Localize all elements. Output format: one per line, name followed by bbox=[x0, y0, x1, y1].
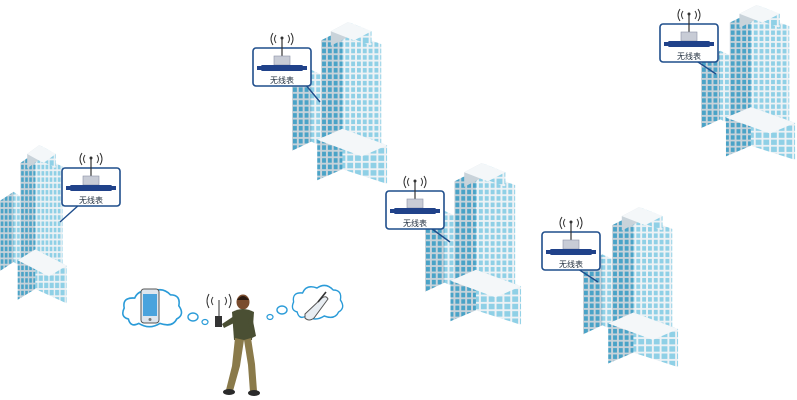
meter-label: 无线表 bbox=[677, 51, 701, 61]
building-middle bbox=[425, 163, 522, 325]
building-top-center bbox=[292, 22, 388, 184]
meter-callout-2: 无线表 bbox=[61, 152, 121, 207]
smartphone-icon bbox=[140, 288, 160, 324]
building-left bbox=[0, 145, 67, 304]
reader-thought-cloud bbox=[266, 284, 344, 321]
handheld-reader-icon bbox=[304, 291, 329, 321]
phone-thought-cloud bbox=[121, 288, 209, 328]
meter-callout-1: 无线表 bbox=[252, 32, 312, 87]
building-lower-right bbox=[583, 207, 679, 368]
walking-person bbox=[206, 293, 260, 396]
meter-label: 无线表 bbox=[270, 75, 294, 85]
signal-icon bbox=[206, 293, 232, 318]
meter-label: 无线表 bbox=[403, 218, 427, 228]
meter-callout-3: 无线表 bbox=[385, 175, 445, 230]
meter-callout-4: 无线表 bbox=[541, 216, 601, 271]
meter-label: 无线表 bbox=[79, 195, 103, 205]
meter-label: 无线表 bbox=[559, 259, 583, 269]
meter-callout-5: 无线表 bbox=[659, 8, 719, 63]
